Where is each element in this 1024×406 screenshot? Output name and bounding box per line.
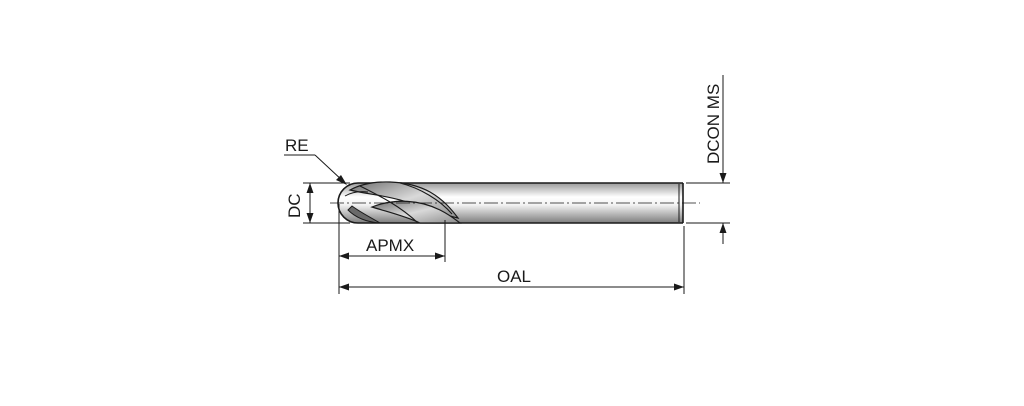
apmx-label: APMX (366, 236, 414, 255)
re-dimension: RE (284, 136, 347, 185)
dcon-ms-label: DCON MS (704, 84, 723, 164)
dc-label: DC (285, 193, 304, 218)
dcon-ms-dimension: DCON MS (686, 75, 730, 244)
tool-flutes (337, 181, 462, 224)
dc-dimension: DC (285, 182, 350, 224)
apmx-dimension: APMX (338, 204, 446, 262)
oal-dimension: OAL (338, 226, 685, 294)
re-label: RE (285, 136, 309, 155)
oal-label: OAL (497, 267, 531, 286)
